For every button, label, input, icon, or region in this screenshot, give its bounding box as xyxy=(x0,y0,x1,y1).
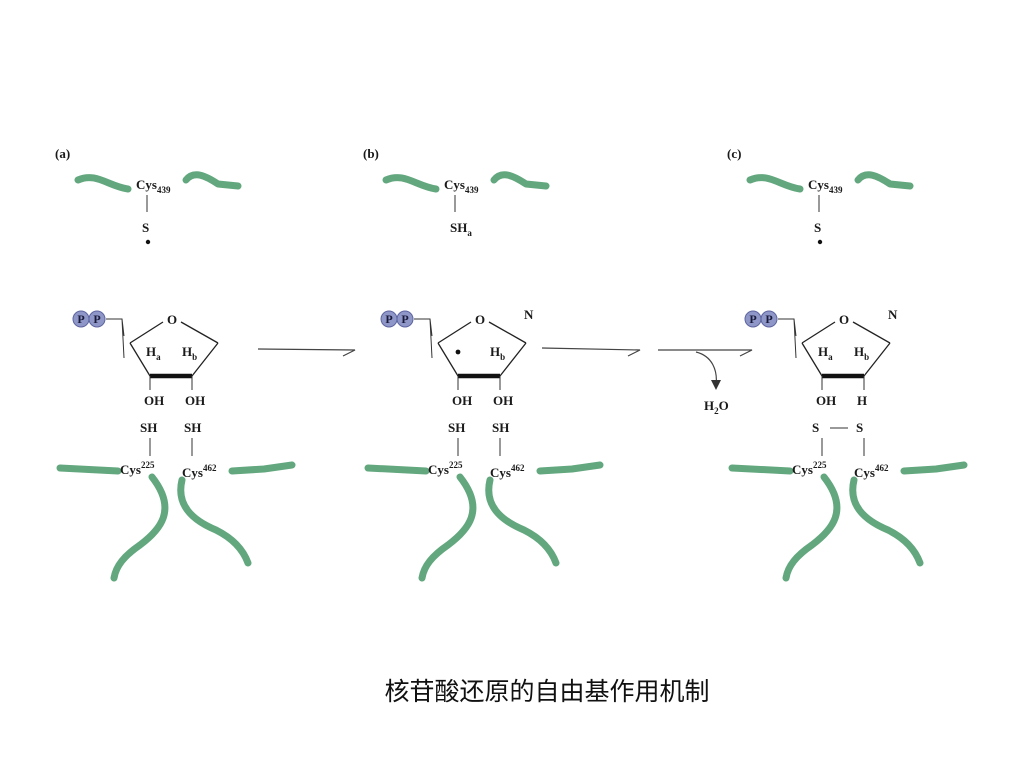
c3-substituent: OH xyxy=(185,393,205,408)
bottom-strand-right xyxy=(228,461,296,475)
bottom-left-residue: Cys225 xyxy=(428,460,463,477)
ring-bond xyxy=(437,321,472,344)
phosphate-2-label: P xyxy=(93,312,100,326)
ring-oxygen: O xyxy=(475,312,485,327)
phosphate-2-label: P xyxy=(401,312,408,326)
water-arrow-head xyxy=(711,380,721,390)
phosphate-linker xyxy=(414,318,433,359)
bottom-right-residue: Cys462 xyxy=(182,463,217,480)
phosphate-1-label: P xyxy=(77,312,84,326)
lower-strand-right xyxy=(485,476,560,567)
bottom-left-residue: Cys225 xyxy=(120,460,155,477)
lower-strand-right xyxy=(177,476,252,567)
radical-dot xyxy=(145,239,151,245)
h-b-label: Hb xyxy=(854,344,869,362)
lower-strand-left xyxy=(110,473,169,582)
phosphate-2 xyxy=(396,310,414,328)
h-a-label: Ha xyxy=(146,344,161,362)
phosphate-2 xyxy=(88,310,106,328)
sulfur-left: SH xyxy=(140,420,157,435)
radical-dot xyxy=(817,239,823,245)
bottom-strand-right xyxy=(900,461,968,475)
reaction-arrow-2 xyxy=(541,347,641,357)
panel-label: (a) xyxy=(55,146,70,161)
ring-bond xyxy=(499,342,527,377)
ring-bond xyxy=(129,342,151,377)
lower-strand-left xyxy=(782,473,841,582)
base-label: N xyxy=(888,307,898,322)
water-label: H2O xyxy=(704,398,729,416)
h-b-label: Hb xyxy=(490,344,505,362)
ring-bond xyxy=(801,342,823,377)
c2-substituent: OH xyxy=(816,393,836,408)
top-residue-label: Cys439 xyxy=(808,177,843,195)
bottom-strand-left xyxy=(728,464,794,475)
top-strand-right xyxy=(182,171,242,190)
reaction-arrow-3 xyxy=(658,349,753,357)
ring-bond xyxy=(852,321,891,344)
ring-bond xyxy=(488,321,527,344)
phosphate-2 xyxy=(760,310,778,328)
bottom-strand-left xyxy=(56,464,122,475)
top-strand-right xyxy=(490,171,550,190)
sulfur-right: S xyxy=(856,420,863,435)
top-residue-label: Cys439 xyxy=(444,177,479,195)
phosphate-linker xyxy=(106,318,125,359)
phosphate-1-label: P xyxy=(385,312,392,326)
ring-bond xyxy=(437,342,459,377)
panel-label: (b) xyxy=(363,146,379,161)
sulfur-right: SH xyxy=(184,420,201,435)
top-group-label: S xyxy=(142,220,149,235)
ring-radical-dot xyxy=(455,349,461,355)
ring-bond xyxy=(180,321,219,344)
top-group-label: SHa xyxy=(450,220,472,238)
lower-strand-left xyxy=(418,473,477,582)
phosphate-1-label: P xyxy=(749,312,756,326)
figure-caption: 核苷酸还原的自由基作用机制 xyxy=(384,677,710,706)
c3-substituent: OH xyxy=(493,393,513,408)
ring-bond xyxy=(191,342,219,377)
phosphate-2-label: P xyxy=(765,312,772,326)
reaction-arrow-1 xyxy=(257,348,356,357)
sulfur-left: SH xyxy=(448,420,465,435)
c3-substituent: H xyxy=(857,393,867,408)
bottom-strand-right xyxy=(536,461,604,475)
h-b-label: Hb xyxy=(182,344,197,362)
bottom-right-residue: Cys462 xyxy=(854,463,889,480)
h-a-label: Ha xyxy=(818,344,833,362)
bottom-right-residue: Cys462 xyxy=(490,463,525,480)
top-strand-right xyxy=(854,171,914,190)
ring-bond xyxy=(863,342,891,377)
ring-oxygen: O xyxy=(839,312,849,327)
top-strand-left xyxy=(74,174,132,193)
bottom-strand-left xyxy=(364,464,430,475)
base-label: N xyxy=(524,307,534,322)
panel-label: (c) xyxy=(727,146,741,161)
top-residue-label: Cys439 xyxy=(136,177,171,195)
lower-strand-right xyxy=(849,476,924,567)
ring-bond xyxy=(801,321,836,344)
c2-substituent: OH xyxy=(144,393,164,408)
top-strand-left xyxy=(746,174,804,193)
ring-bond xyxy=(129,321,164,344)
c2-substituent: OH xyxy=(452,393,472,408)
sulfur-left: S xyxy=(812,420,819,435)
phosphate-linker xyxy=(778,318,797,359)
bottom-left-residue: Cys225 xyxy=(792,460,827,477)
top-group-label: S xyxy=(814,220,821,235)
sulfur-right: SH xyxy=(492,420,509,435)
ring-oxygen: O xyxy=(167,312,177,327)
top-strand-left xyxy=(382,174,440,193)
